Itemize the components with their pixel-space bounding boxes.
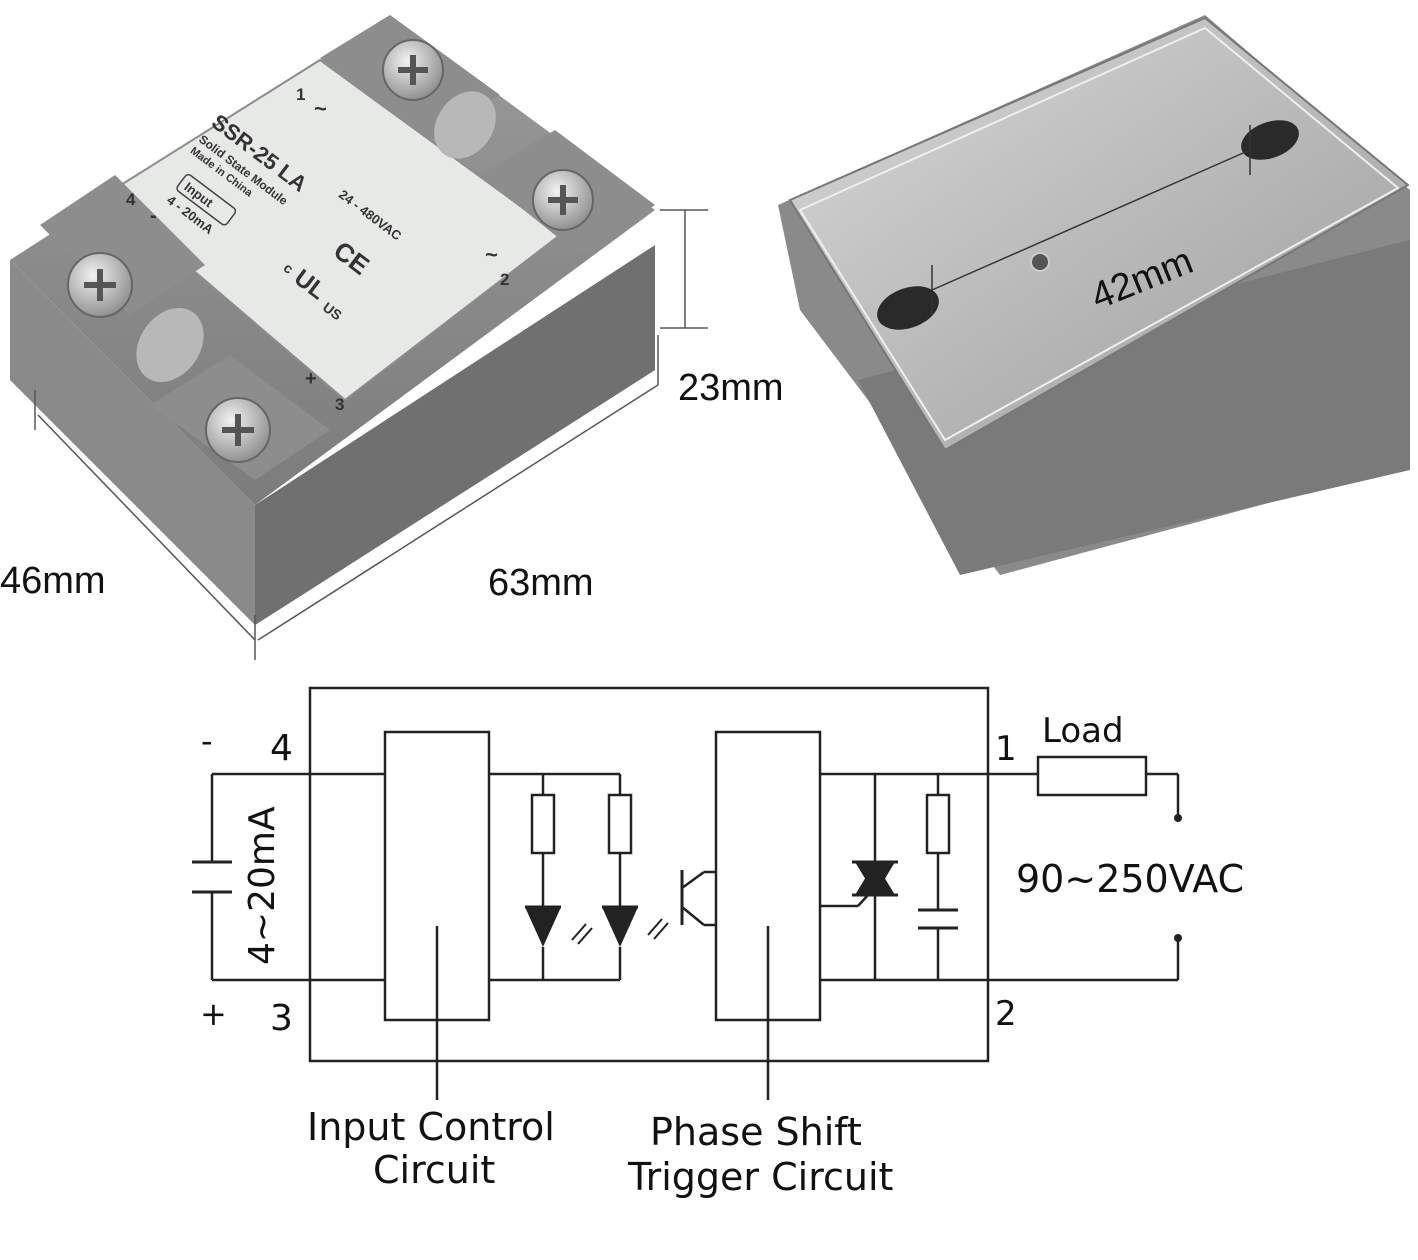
optical-coupling-icon [571,918,669,945]
resistor-icon [530,793,556,855]
metal-base-plate [788,16,1410,452]
plus-symbol: + [305,368,317,390]
snubber-resistor-icon [925,793,951,855]
screw-terminal-icon [532,169,594,231]
supply-voltage-label: 90~250VAC [1016,857,1244,901]
input-plus-label: + [200,995,227,1033]
mounting-hole-icon [877,286,939,330]
phase-shift-label-line2: Trigger Circuit [627,1155,893,1199]
led-diode-icon [602,907,638,947]
width-dimension-label: 46mm [0,560,106,602]
terminal-1-pin: 1 [995,729,1017,769]
supply-terminal-icon [1174,814,1182,822]
relay-front-photo: SSR-25 LA Solid State Module Made in Chi… [0,15,784,660]
minus-symbol: - [150,205,157,227]
relay-back-photo: 42mm [778,15,1410,575]
screw-terminal-icon [382,39,444,101]
terminal-3-label: 3 [335,395,344,414]
input-minus-label: - [201,722,213,760]
terminal-3-pin: 3 [270,998,293,1039]
ac-symbol-2: ~ [485,242,498,267]
module-outline [308,686,990,1063]
center-rivet-icon [1030,252,1050,272]
length-dimension-line [257,384,659,641]
load-resistor-icon [1036,755,1148,797]
mounting-hole-icon [1241,120,1299,160]
length-dimension-label: 63mm [488,562,594,604]
terminal-4-pin: 4 [270,728,293,769]
screw-terminal-icon [67,252,133,318]
terminal-2-label: 2 [500,270,509,289]
terminal-4-label: 4 [126,190,136,209]
screw-terminal-icon [205,397,271,463]
resistor-icon [607,793,633,855]
hole-spacing-line [931,149,1251,291]
load-label: Load [1042,711,1124,751]
input-control-label-line2: Circuit [373,1148,495,1192]
terminal-1-label: 1 [296,85,305,104]
terminal-2-pin: 2 [995,994,1017,1034]
input-control-label-line1: Input Control [307,1105,555,1149]
led-diode-icon [525,907,561,947]
input-current-label: 4~20mA [242,806,283,965]
width-dimension-line [37,414,256,641]
ac-symbol-1: ~ [314,96,327,121]
phase-shift-label-line1: Phase Shift [650,1110,862,1154]
circuit-schematic: - 4 + 3 1 2 4~20mA Load 90~250VAC Input … [192,686,1244,1199]
height-dimension-label: 23mm [678,367,784,409]
